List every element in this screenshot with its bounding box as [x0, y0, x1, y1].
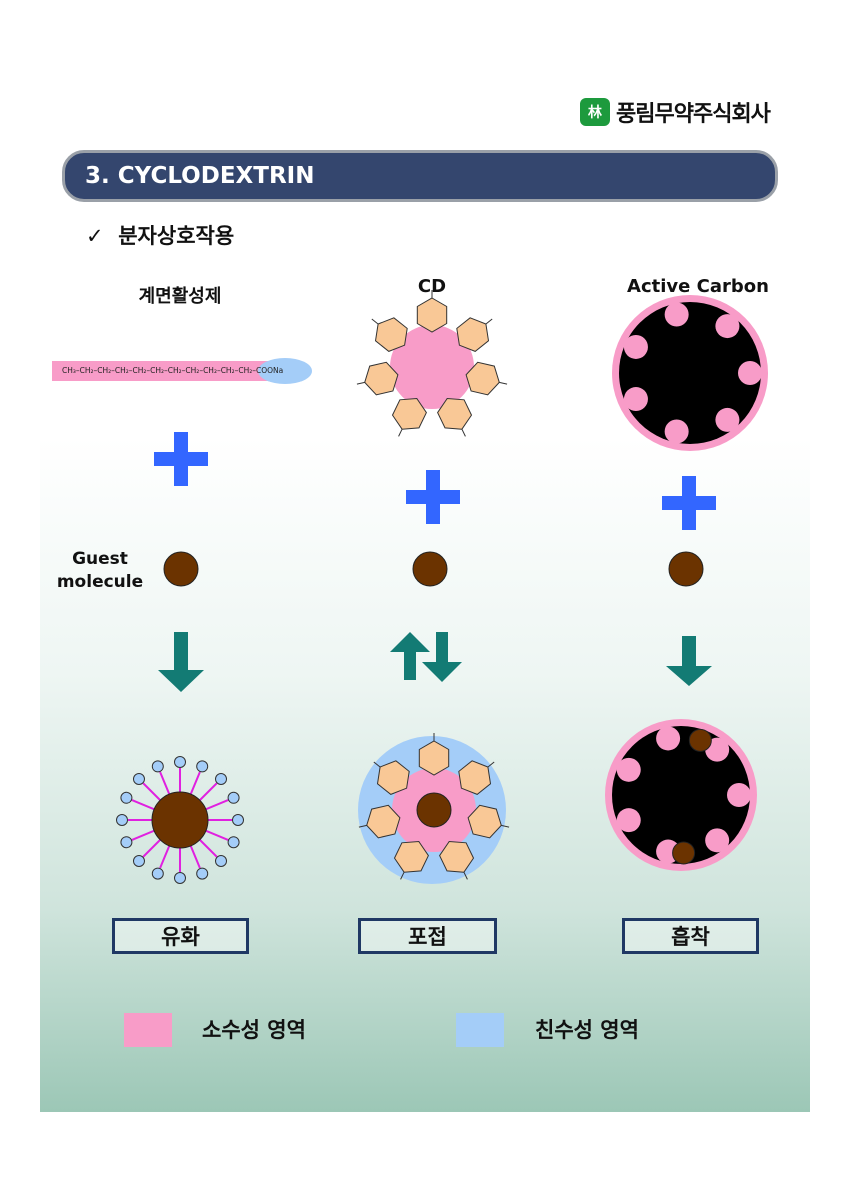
hydroxyl-bond — [356, 381, 365, 385]
surfactant-formula: CH₃–CH₂–CH₂–CH₂–CH₂–CH₂–CH₂–CH₂–CH₂–CH₂–… — [62, 366, 284, 375]
guest-molecule — [412, 551, 448, 587]
glucose-hexagon — [374, 317, 408, 352]
surfactant-head — [196, 760, 209, 773]
column-label-surfactant: 계면활성제 — [138, 286, 222, 307]
surfactant-head — [227, 836, 240, 849]
adsorption-pore — [623, 387, 648, 412]
column-label-cd: CD — [417, 276, 447, 297]
glucose-hexagon — [465, 361, 500, 396]
hydroxyl-bond — [485, 318, 493, 325]
adsorption-pore — [727, 783, 751, 807]
glucose-hexagon — [418, 740, 450, 776]
section-title-bar: 3. CYCLODEXTRIN — [62, 150, 778, 202]
glucose-hexagon — [416, 297, 448, 333]
surfactant-head — [227, 791, 240, 804]
guest-molecule-label: Guest molecule — [56, 549, 144, 592]
adsorption-pore — [705, 828, 730, 853]
surfactant-head — [116, 814, 128, 826]
hydroxyl-bond — [487, 761, 495, 768]
subtitle: ✓ 분자상호작용 — [86, 220, 234, 250]
glucose-hexagon — [393, 840, 429, 873]
company-name: 풍림무약주식회사 — [616, 102, 771, 127]
glucose-hexagon — [366, 804, 401, 839]
glucose-hexagon — [364, 361, 399, 396]
surfactant-head — [132, 772, 145, 785]
subtitle-text: 분자상호작용 — [118, 224, 235, 248]
adsorption-pore — [715, 314, 740, 339]
glucose-hexagon — [456, 317, 490, 352]
glucose-hexagon — [376, 760, 410, 795]
hydroxyl-bond — [373, 761, 381, 768]
adsorption-pore — [664, 419, 689, 444]
legend-label-hydrophilic: 친수성 영역 — [535, 1018, 639, 1042]
arrow-up-icon — [390, 632, 430, 680]
result-label-inclusion: 포접 — [358, 918, 497, 954]
section-title: 3. CYCLODEXTRIN — [85, 163, 315, 189]
guest-molecule — [416, 792, 452, 828]
surfactant-head — [232, 814, 244, 826]
legend-swatch-hydrophobic — [124, 1013, 172, 1047]
surfactant-head — [132, 855, 145, 868]
hydroxyl-bond — [358, 824, 367, 828]
adsorbed-guest — [672, 841, 696, 865]
adsorption-pore — [656, 726, 681, 751]
adsorption-pore — [616, 757, 641, 782]
surfactant-tail — [52, 361, 272, 381]
adsorption-pore — [616, 808, 641, 833]
surfactant-head — [120, 836, 133, 849]
result-label-adsorption: 흡착 — [622, 918, 759, 954]
company-logo: 林 풍림무약주식회사 — [580, 96, 771, 128]
micelle-core-guest — [151, 791, 209, 849]
hydroxyl-bond — [398, 428, 403, 437]
adsorption-pore — [738, 361, 762, 385]
column-label-active-carbon: Active Carbon — [627, 276, 769, 297]
result-label-emulsion: 유화 — [112, 918, 249, 954]
arrow-down-icon — [158, 632, 204, 692]
plus-icon — [662, 476, 716, 530]
surfactant-head — [120, 791, 133, 804]
arrow-down-icon — [422, 632, 462, 682]
hydroxyl-bond — [499, 381, 508, 385]
adsorption-pore — [623, 334, 648, 359]
hydroxyl-bond — [461, 428, 466, 437]
surfactant-head — [151, 867, 164, 880]
legend-swatch-hydrophilic — [456, 1013, 504, 1047]
surfactant-head — [215, 855, 228, 868]
glucose-hexagon — [467, 804, 502, 839]
cd-cavity — [390, 325, 474, 409]
surfactant-head — [151, 760, 164, 773]
guest-molecule — [163, 551, 199, 587]
adsorbed-guest — [688, 728, 712, 752]
adsorption-pore — [664, 302, 689, 327]
arrow-down-icon — [666, 636, 712, 686]
surfactant-head — [258, 358, 312, 384]
hydroxyl-bond — [400, 871, 405, 880]
glucose-hexagon — [391, 397, 427, 430]
hydroxyl-bond — [501, 824, 510, 828]
surfactant-head — [196, 867, 209, 880]
hydroxyl-bond — [463, 871, 468, 880]
guest-molecule — [668, 551, 704, 587]
glucose-hexagon — [458, 760, 492, 795]
check-icon: ✓ — [86, 224, 104, 248]
plus-icon — [154, 432, 208, 486]
surfactant-head — [215, 772, 228, 785]
glucose-hexagon — [437, 397, 473, 430]
surfactant-head — [174, 756, 186, 768]
adsorption-pore — [715, 407, 740, 432]
hydroxyl-bond — [371, 318, 379, 325]
legend-label-hydrophobic: 소수성 영역 — [202, 1018, 306, 1042]
glucose-hexagon — [439, 840, 475, 873]
surfactant-head — [174, 872, 186, 884]
plus-icon — [406, 470, 460, 524]
tree-logo-icon: 林 — [580, 98, 610, 126]
